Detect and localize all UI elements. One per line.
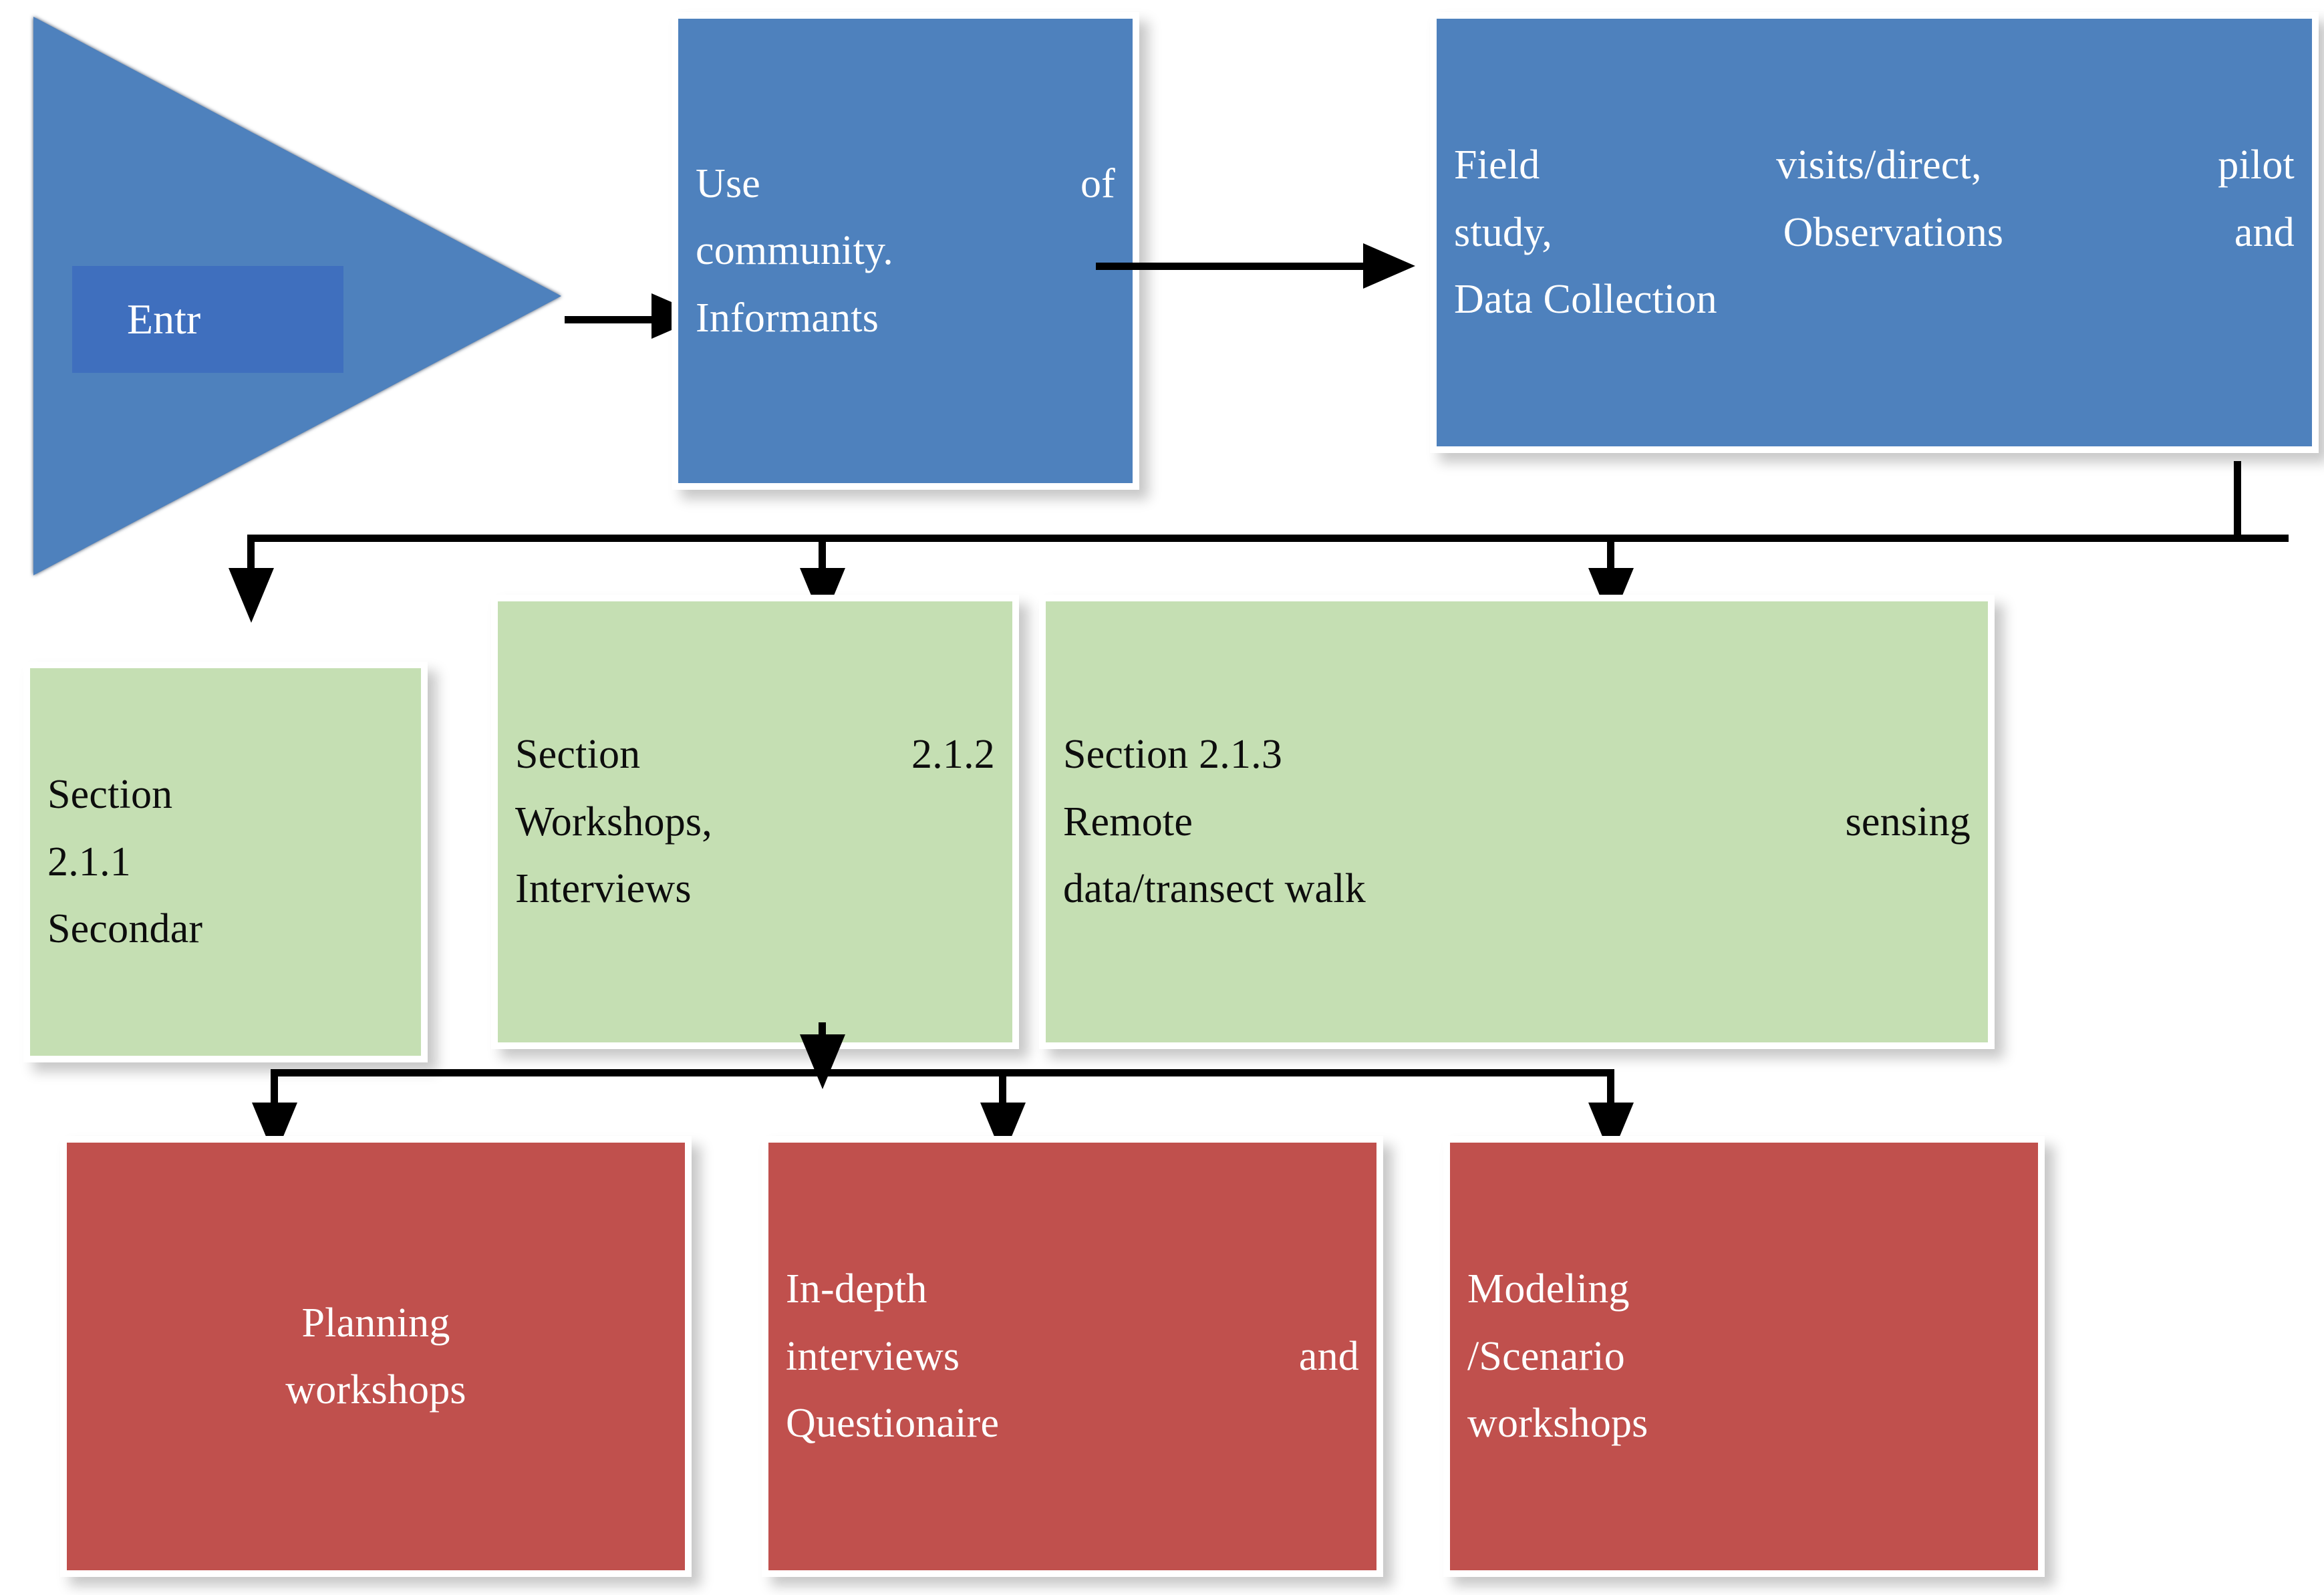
text-line: 2.1.1: [47, 829, 404, 895]
node-text-modeling-scenario-workshops: Modeling /Scenario workshops: [1450, 1256, 2038, 1457]
connector-field-visits-drop: [2234, 461, 2241, 539]
entry-label-text: Entr: [127, 295, 201, 343]
text-word: Informants: [696, 295, 879, 341]
bus2-stem-red3: [1607, 1069, 1614, 1108]
text-word: Section 2.1.3: [1063, 732, 1283, 778]
text-line: data/transect walk: [1063, 855, 1971, 922]
text-word: interviews: [786, 1333, 960, 1379]
text-word: Modeling: [1467, 1266, 1630, 1312]
text-word: of: [1080, 160, 1115, 206]
text-line: Section 2.1.3: [1063, 721, 1971, 788]
bus1-stem-green3: [1607, 535, 1614, 573]
text-line: Modeling: [1467, 1256, 2021, 1322]
arrowhead-section-2-1-2-drop: [800, 1034, 845, 1089]
bus-blue-to-green: [247, 535, 2289, 542]
text-word: and: [2234, 209, 2295, 255]
node-planning-workshops[interactable]: Planning workshops: [60, 1136, 692, 1577]
node-use-of-community-informants[interactable]: Use of community. Informants: [672, 12, 1139, 490]
text-word: /Scenario: [1467, 1333, 1625, 1379]
text-line: Field visits/direct, pilot: [1454, 132, 2295, 198]
text-word: Secondar: [47, 906, 203, 952]
bus1-stem-green2: [819, 535, 826, 573]
text-line: community.: [696, 217, 1115, 284]
text-line: Questionaire: [786, 1390, 1359, 1457]
node-section-2-1-1[interactable]: Section 2.1.1 Secondar: [23, 662, 428, 1062]
text-word: Data Collection: [1454, 277, 1717, 323]
text-word: sensing: [1845, 799, 1971, 845]
text-line: Interviews: [515, 855, 995, 922]
text-word: Questionaire: [786, 1401, 1000, 1447]
node-text-planning-workshops: Planning workshops: [67, 1290, 685, 1424]
connector-informants-to-field-visits: [1096, 263, 1380, 270]
text-line: interviews and: [786, 1323, 1359, 1390]
text-word: and: [1298, 1333, 1359, 1379]
text-word: pilot: [2218, 142, 2295, 188]
text-word: workshops: [1467, 1401, 1648, 1447]
text-line: Use of: [696, 150, 1115, 217]
text-line: Informants: [696, 285, 1115, 351]
node-text-section-2-1-1: Section 2.1.1 Secondar: [30, 761, 421, 962]
text-word: Section: [47, 772, 173, 818]
text-line: /Scenario: [1467, 1323, 2021, 1390]
text-word: Use: [696, 160, 761, 206]
bus2-stem-red2: [999, 1069, 1006, 1108]
text-line: workshops: [84, 1356, 668, 1423]
entry-label-box[interactable]: Entr: [72, 266, 343, 373]
node-section-2-1-3[interactable]: Section 2.1.3 Remote sensing data/transe…: [1039, 595, 1995, 1049]
text-word: In-depth: [786, 1266, 927, 1312]
node-field-visits-data-collection[interactable]: Field visits/direct, pilot study, Observ…: [1430, 12, 2319, 453]
text-line: Remote sensing: [1063, 788, 1971, 855]
text-line: Section 2.1.2: [515, 721, 995, 788]
text-line: In-depth: [786, 1256, 1359, 1322]
node-section-2-1-2[interactable]: Section 2.1.2 Workshops, Interviews: [491, 595, 1019, 1049]
node-in-depth-interviews-questionaire[interactable]: In-depth interviews and Questionaire: [762, 1136, 1383, 1577]
text-word: 2.1.2: [911, 732, 995, 778]
text-word: workshops: [285, 1367, 466, 1413]
text-word: 2.1.1: [47, 839, 131, 885]
text-word: study,: [1454, 209, 1553, 255]
text-word: Remote: [1063, 799, 1193, 845]
connector-entry-to-informants: [565, 316, 662, 323]
text-line: workshops: [1467, 1390, 2021, 1457]
text-word: Section: [515, 732, 641, 778]
text-word: community.: [696, 228, 893, 274]
node-modeling-scenario-workshops[interactable]: Modeling /Scenario workshops: [1443, 1136, 2045, 1577]
text-word: data/transect walk: [1063, 866, 1366, 912]
text-word: Field: [1454, 142, 1540, 188]
text-word: Interviews: [515, 866, 692, 912]
connector-section-2-1-2-drop: [819, 1022, 826, 1040]
text-word: Workshops,: [515, 799, 712, 845]
arrowhead-informants-to-field-visits: [1363, 243, 1415, 289]
text-line: Data Collection: [1454, 266, 2295, 333]
text-word: visits/direct,: [1776, 142, 1982, 188]
node-text-field-visits-data-collection: Field visits/direct, pilot study, Observ…: [1437, 132, 2312, 333]
text-line: Secondar: [47, 895, 404, 962]
bus1-stem-green1: [247, 535, 255, 573]
bus-green-to-red: [271, 1069, 1614, 1076]
text-line: Section: [47, 761, 404, 828]
text-line: Planning: [84, 1290, 668, 1356]
bus2-stem-red1: [271, 1069, 278, 1108]
text-word: Observations: [1783, 209, 2004, 255]
node-text-use-of-community-informants: Use of community. Informants: [678, 150, 1133, 351]
text-line: Workshops,: [515, 788, 995, 855]
node-text-section-2-1-2: Section 2.1.2 Workshops, Interviews: [498, 721, 1012, 922]
text-line: study, Observations and: [1454, 199, 2295, 266]
arrowhead-to-section-2-1-1: [229, 568, 274, 623]
node-text-section-2-1-3: Section 2.1.3 Remote sensing data/transe…: [1046, 721, 1988, 922]
text-word: Planning: [301, 1300, 450, 1346]
node-text-in-depth-interviews-questionaire: In-depth interviews and Questionaire: [768, 1256, 1376, 1457]
